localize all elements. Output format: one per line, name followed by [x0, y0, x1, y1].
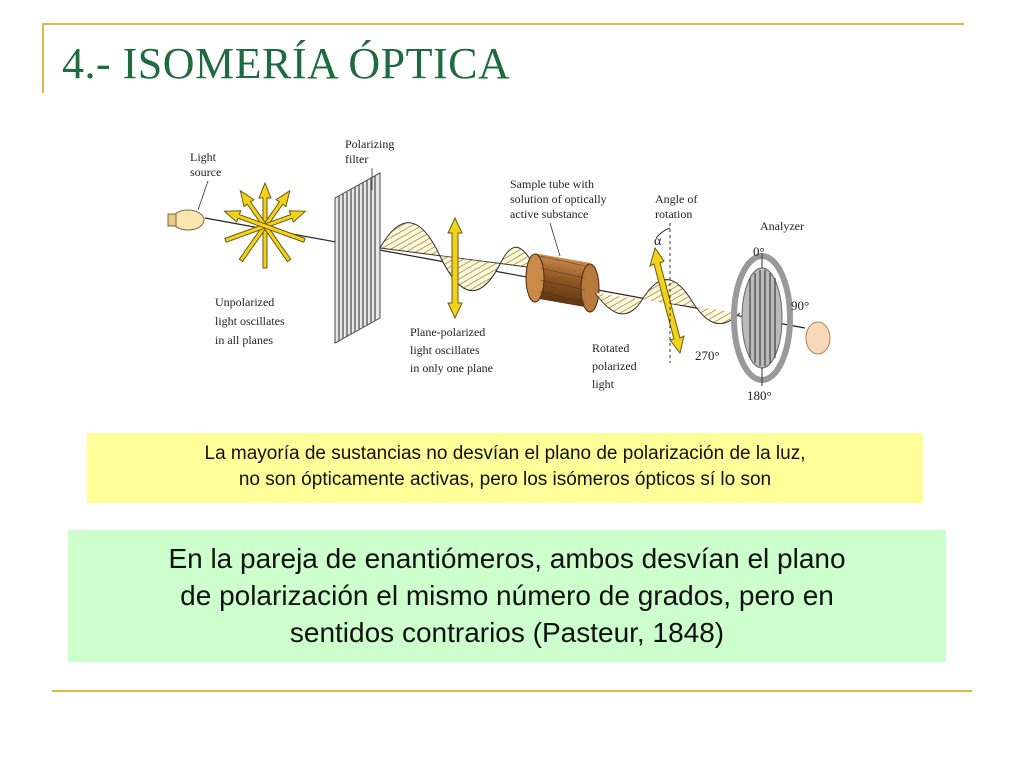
note-box: La mayoría de sustancias no desvían el p… [87, 433, 923, 503]
label-light-source: Light [190, 150, 217, 164]
left-rule [42, 23, 44, 93]
label-rotated-light: polarized [592, 359, 637, 373]
highlight-box: En la pareja de enantiómeros, ambos desv… [68, 530, 946, 662]
label-plane-polarized: light oscillates [410, 343, 480, 357]
label-sample-tube: solution of optically [510, 192, 607, 206]
highlight-line: En la pareja de enantiómeros, ambos desv… [168, 543, 846, 574]
label-degree-90: 90° [791, 298, 809, 313]
label-degree-180: 180° [747, 388, 772, 403]
label-unpolarized: in all planes [215, 333, 273, 347]
note-line: no son ópticamente activas, pero los isó… [238, 469, 772, 490]
highlight-line: sentidos contrarios (Pasteur, 1848) [289, 617, 725, 648]
polarizing-filter [334, 172, 381, 344]
label-degree-270: 270° [695, 348, 720, 363]
label-polarizing-filter: filter [345, 152, 368, 166]
label-sample-tube: active substance [510, 207, 588, 221]
label-polarizing-filter: Polarizing [345, 137, 394, 151]
rotated-polarized-arrow [649, 246, 685, 355]
label-alpha: α [654, 234, 662, 249]
eye-icon [805, 321, 831, 355]
label-angle-rotation: Angle of [655, 192, 697, 206]
plane-polarized-wave [439, 255, 501, 292]
plane-polarized-arrow [447, 216, 463, 320]
sample-tube [525, 253, 600, 313]
label-analyzer: Analyzer [760, 219, 804, 233]
light-bulb-icon [167, 209, 205, 231]
note-line: La mayoría de sustancias no desvían el p… [204, 443, 806, 464]
highlight-line: de polarización el mismo número de grado… [180, 580, 834, 611]
label-rotated-light: light [592, 377, 615, 391]
polarimeter-diagram: Light source Polarizing filter Sample tu… [167, 137, 831, 403]
label-rotated-light: Rotated [592, 341, 629, 355]
label-angle-rotation: rotation [655, 207, 692, 221]
bottom-rule [52, 690, 972, 692]
label-degree-0: 0° [753, 244, 765, 259]
label-unpolarized: Unpolarized [215, 295, 274, 309]
angle-arc [655, 227, 671, 239]
label-plane-polarized: in only one plane [410, 361, 493, 375]
label-unpolarized: light oscillates [215, 314, 285, 328]
top-rule [42, 23, 964, 25]
label-plane-polarized: Plane-polarized [410, 325, 485, 339]
slide-title: 4.- ISOMERÍA ÓPTICA [62, 39, 511, 88]
unpolarized-light-arrows [223, 181, 307, 269]
label-sample-tube: Sample tube with [510, 177, 594, 191]
label-light-source: source [190, 165, 221, 179]
analyzer [731, 253, 793, 386]
